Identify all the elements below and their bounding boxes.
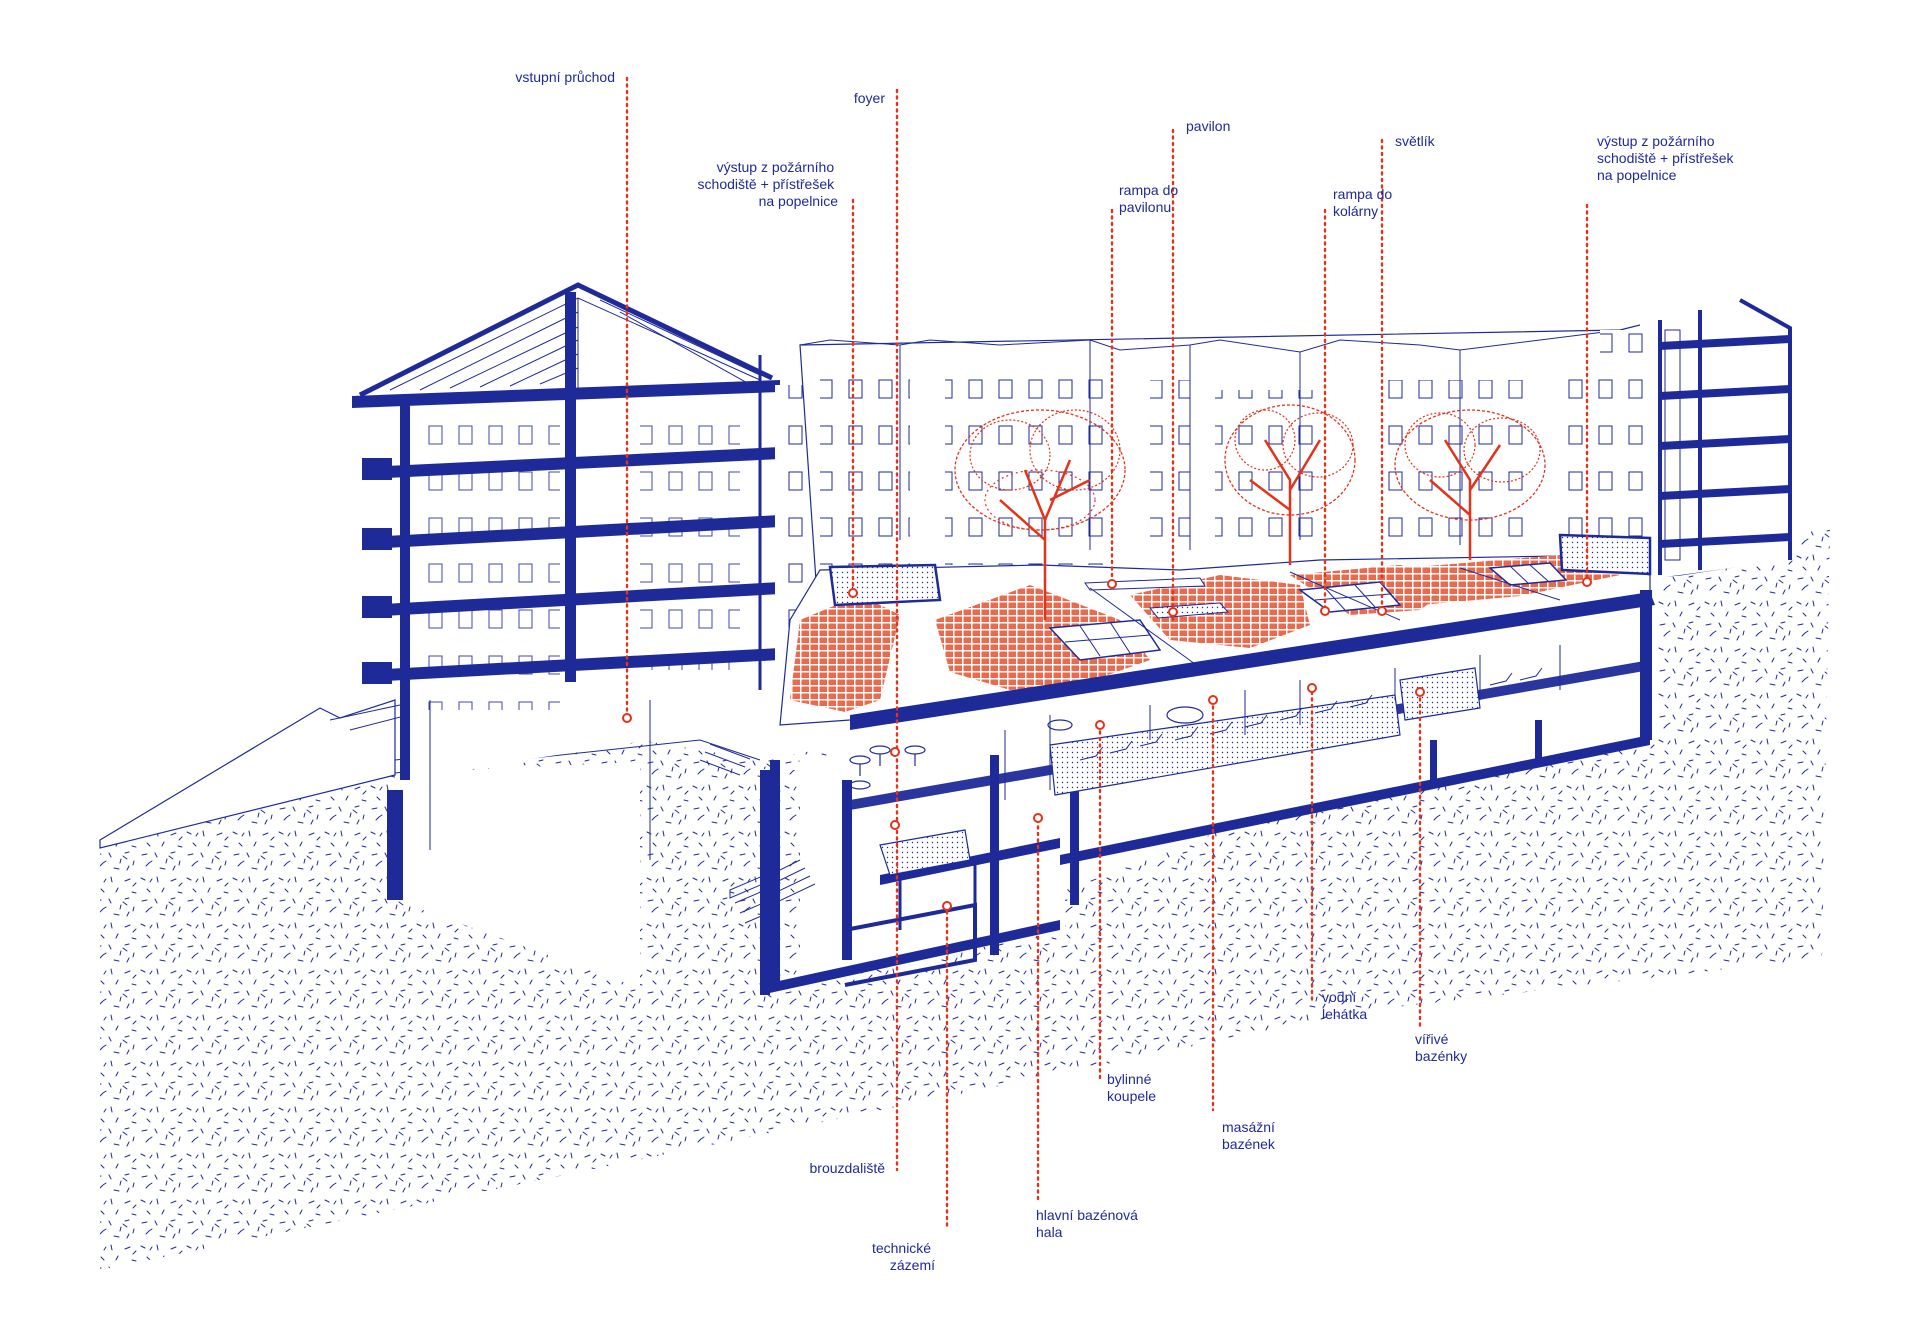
label-vystup-left: výstup z požárního schodiště + přístřeše… [698, 159, 839, 209]
tree-left [954, 409, 1126, 620]
label-rampa-pavilon: rampa do pavilonu [1119, 182, 1182, 215]
label-virive-bazenky: vířivé bazénky [1415, 1031, 1467, 1064]
courtyard-deck [779, 533, 1652, 726]
label-brouzdaliste: brouzdaliště [810, 1160, 886, 1176]
label-vstupni-pruchod: vstupní průchod [515, 69, 615, 85]
label-masazni-bazenek: masážní bazének [1222, 1119, 1279, 1152]
callout-labels: vstupní průchod foyer výstup z požárního… [515, 69, 1737, 1273]
label-vystup-right: výstup z požárního schodiště + přístřeše… [1597, 133, 1737, 183]
label-bylinne-koupele: bylinné koupele [1107, 1071, 1156, 1104]
label-hlavni-hala: hlavní bazénová hala [1036, 1207, 1142, 1240]
callout-leaders [625, 76, 1589, 1232]
label-svetlik: světlík [1395, 133, 1436, 149]
skylight-1 [1048, 619, 1162, 661]
skylight-3 [1488, 562, 1568, 586]
callout-markers [622, 577, 1592, 911]
label-rampa-kolarna: rampa do kolárny [1333, 186, 1396, 219]
label-foyer: foyer [854, 90, 885, 106]
label-vodni-lehatka: vodní lehátka [1322, 989, 1367, 1022]
tree-middle [1224, 404, 1356, 565]
tree-right [1394, 409, 1546, 560]
label-pavilon: pavilon [1186, 118, 1230, 134]
label-technicke-zazemi: technické zázemí [872, 1240, 935, 1273]
basement-spa-section [699, 590, 1655, 995]
